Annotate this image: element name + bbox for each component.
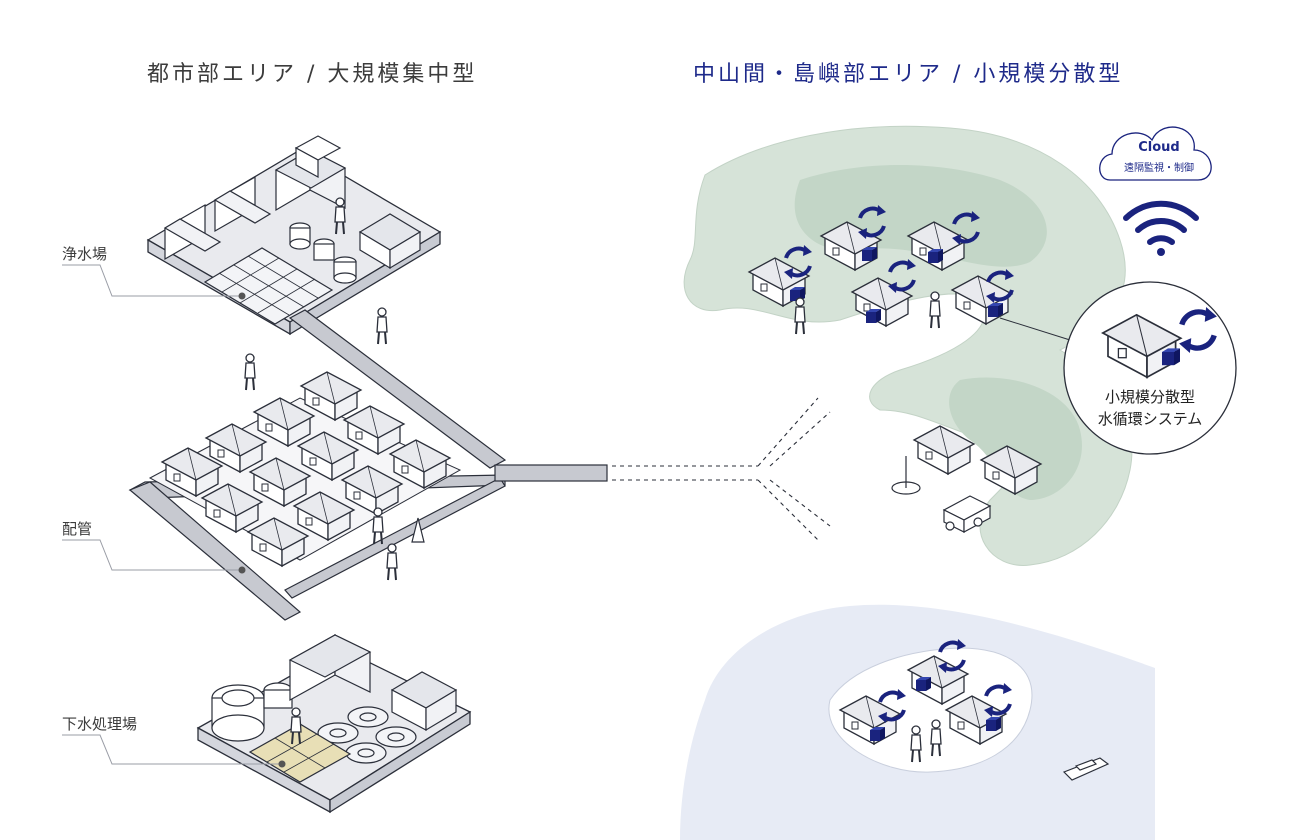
heading-urban: 都市部エリア / 大規模集中型 bbox=[147, 62, 478, 87]
cloud-title: Cloud bbox=[1138, 140, 1180, 155]
water-tower bbox=[891, 456, 921, 495]
label-sewage-treatment: 下水処理場 bbox=[62, 715, 138, 733]
wifi-icon bbox=[1123, 200, 1199, 245]
sewage-treatment-plant bbox=[196, 633, 472, 814]
label-piping: 配管 bbox=[62, 520, 93, 538]
zoom-tank bbox=[1162, 348, 1180, 366]
label-water-purification: 浄水場 bbox=[62, 245, 108, 263]
heading-rural: 中山間・島嶼部エリア / 小規模分散型 bbox=[693, 62, 1124, 87]
callout-leaders bbox=[62, 264, 282, 765]
cloud-icon bbox=[1099, 126, 1212, 181]
water-purification-plant bbox=[146, 135, 442, 336]
cloud-subtitle: 遠隔監視・制御 bbox=[1124, 163, 1194, 174]
truck-icon bbox=[942, 495, 992, 534]
zoom-label-line2: 水循環システム bbox=[1097, 410, 1203, 428]
callout-dot bbox=[238, 292, 246, 300]
callout-dot bbox=[278, 760, 286, 768]
dashed-connection bbox=[612, 397, 831, 541]
callout-dot bbox=[238, 566, 246, 574]
zoom-leader bbox=[999, 317, 1071, 341]
wifi-dot bbox=[1157, 248, 1165, 256]
zoom-label-line1: 小規模分散型 bbox=[1104, 388, 1195, 406]
piping-network bbox=[128, 309, 608, 621]
traffic-cone bbox=[411, 517, 425, 543]
boat-icon bbox=[1062, 757, 1110, 781]
land-shade bbox=[949, 377, 1082, 500]
